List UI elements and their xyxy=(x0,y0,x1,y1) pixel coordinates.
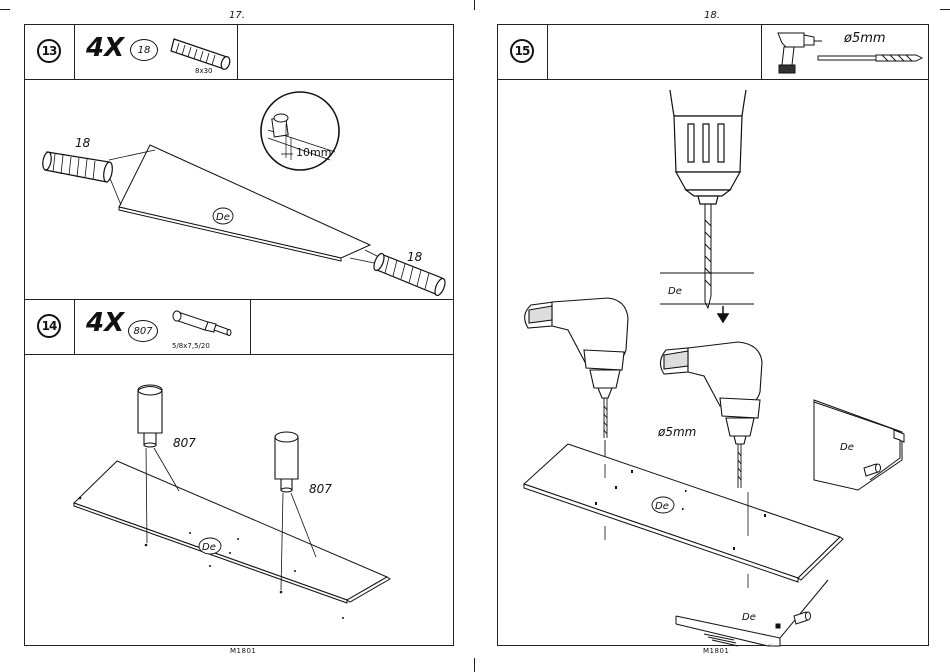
step-13-callout-left: 18 xyxy=(75,136,91,150)
step-14-callout-right: 807 xyxy=(309,482,332,496)
panel-de-step-15 xyxy=(524,444,843,582)
dowel-left xyxy=(41,151,113,182)
step-14-illustration: 807 807 De xyxy=(25,355,455,645)
step-13-part-dimension: 8x30 xyxy=(195,67,213,75)
footer-code-right: M1801 xyxy=(703,647,729,655)
step-15-illustration: De ø5mm xyxy=(498,80,930,646)
right-page-frame: 15 ø5mm xyxy=(497,24,929,646)
side-panel-label-top: De xyxy=(840,442,854,453)
step-14-part-cell: 4X 807 5/8x7,5/20 xyxy=(74,300,251,354)
step-14-part-dimension: 5/8x7,5/20 xyxy=(172,342,210,350)
main-drill-size: ø5mm xyxy=(657,425,696,439)
step-13-illustration: 18 18 De 10mm xyxy=(25,80,455,300)
bolt-807-left xyxy=(138,385,162,447)
crop-mark xyxy=(474,0,475,10)
crop-mark xyxy=(0,9,10,10)
side-panel-label-bottom: De xyxy=(742,612,756,623)
step-13-panel-label: De xyxy=(216,212,230,223)
drill-left xyxy=(525,298,628,398)
step-13-header: 13 4X 18 8x30 xyxy=(25,25,453,80)
step-13-number: 13 xyxy=(37,39,61,63)
bolt-807-right xyxy=(275,432,298,492)
drill-chuck-top xyxy=(670,90,746,204)
step-15-header: 15 ø5mm xyxy=(498,25,928,80)
panel-de-step-13 xyxy=(119,145,370,261)
step-13-callout-right: 18 xyxy=(407,250,423,264)
crop-mark xyxy=(474,658,475,672)
down-arrow-icon xyxy=(718,306,728,322)
step-14-number-cell: 14 xyxy=(25,300,75,354)
connector-bolt-icon xyxy=(172,302,242,342)
step-13-number-cell: 13 xyxy=(25,25,75,79)
step-15-number-cell: 15 xyxy=(498,25,548,79)
left-page-frame: 13 4X 18 8x30 xyxy=(24,24,454,646)
side-panel-top xyxy=(814,400,904,490)
drill-bit-icon xyxy=(816,52,926,64)
step-13-part-tag: 18 xyxy=(130,39,158,61)
step-14-panel-label: De xyxy=(202,542,216,553)
depth-label: De xyxy=(668,286,682,297)
step-14-part-tag: 807 xyxy=(128,320,158,342)
header-drill-size: ø5mm xyxy=(844,31,886,46)
step-15-number: 15 xyxy=(510,39,534,63)
crop-mark xyxy=(940,9,950,10)
page-number-right: 18. xyxy=(704,10,720,21)
step-14-callout-left: 807 xyxy=(173,436,196,450)
footer-code-left: M1801 xyxy=(230,647,256,655)
step-15-blank-cell xyxy=(547,25,762,79)
page-number-left: 17. xyxy=(229,10,245,21)
step-13-quantity: 4X xyxy=(86,33,124,63)
zoom-measurement: 10mm xyxy=(296,146,331,159)
step-13-part-cell: 4X 18 8x30 xyxy=(74,25,238,79)
step-14-quantity: 4X xyxy=(86,308,124,338)
panel-de-step-14 xyxy=(74,461,390,603)
step-15-panel-label: De xyxy=(655,501,669,512)
step-14-header: 14 4X 807 5/8x7,5/20 xyxy=(25,300,453,355)
step-14-number: 14 xyxy=(37,314,61,338)
